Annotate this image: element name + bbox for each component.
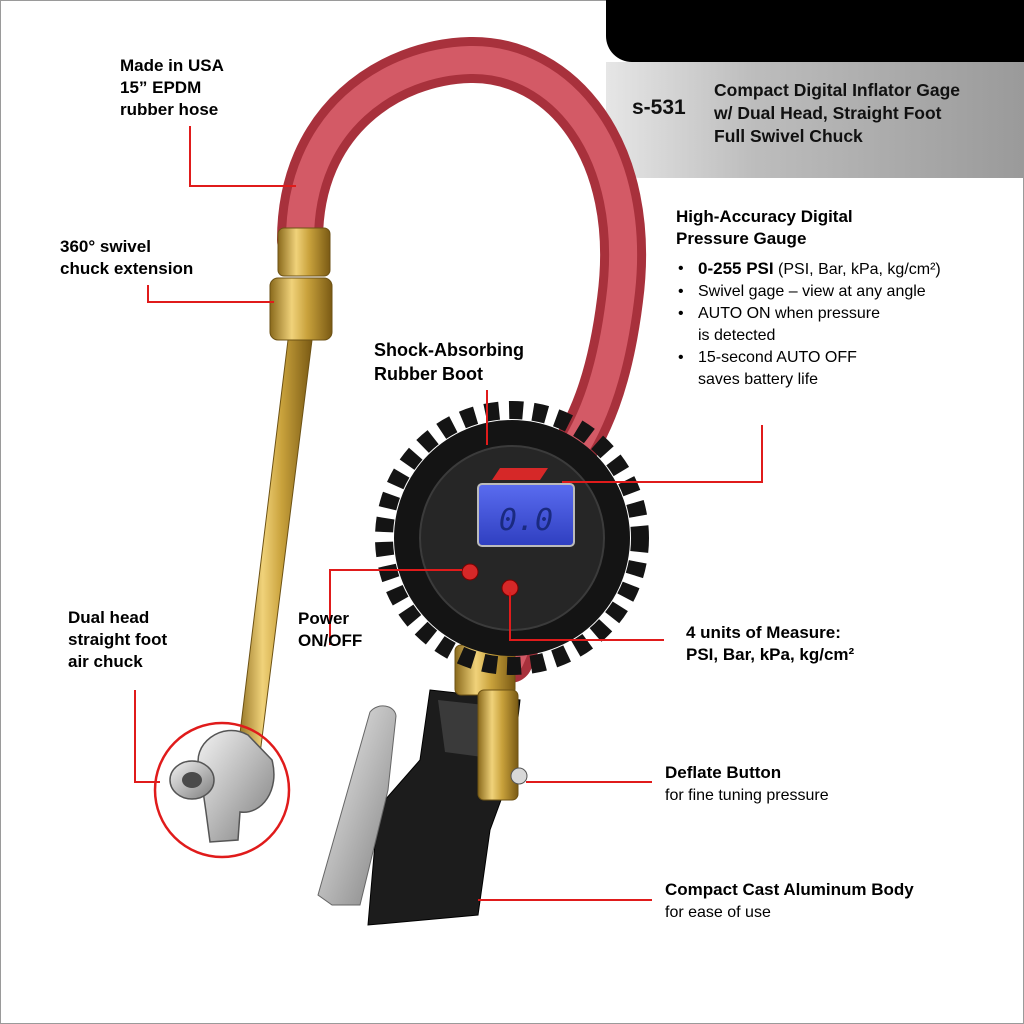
- callout-units: 4 units of Measure: PSI, Bar, kPa, kg/cm…: [686, 622, 854, 666]
- callout-chuck-line: straight foot: [68, 630, 168, 649]
- feature-range: 0-255 PSI: [698, 259, 774, 278]
- lcd-display: [477, 483, 575, 547]
- callout-power-line: Power: [298, 609, 350, 628]
- callout-gauge-title-line: High-Accuracy Digital: [676, 207, 853, 226]
- brand-logo: [492, 468, 548, 480]
- dual-head-chuck: [169, 729, 275, 843]
- callout-boot: Shock-Absorbing Rubber Boot: [374, 338, 524, 386]
- lcd-reading: 0.0: [499, 503, 553, 538]
- callout-boot-line: Rubber Boot: [374, 364, 483, 384]
- callout-line-gauge: [562, 425, 763, 483]
- callout-chuck-line: air chuck: [68, 652, 143, 671]
- callout-line-swivel: [147, 285, 274, 303]
- callout-swivel: 360° swivel chuck extension: [60, 236, 193, 280]
- callout-chuck: Dual head straight foot air chuck: [68, 607, 167, 673]
- callout-gauge-title: High-Accuracy Digital Pressure Gauge: [676, 206, 853, 250]
- deflate-brass-fitting: [477, 689, 519, 801]
- feature-bullet: 0-255 PSI (PSI, Bar, kPa, kg/cm²): [676, 258, 941, 281]
- callout-line-units: [509, 592, 664, 641]
- hose-ferrule: [277, 227, 331, 277]
- header-grey-band: [606, 62, 1024, 178]
- callout-chuck-line: Dual head: [68, 608, 150, 627]
- callout-power-line: ON/OFF: [298, 631, 363, 650]
- callout-units-line: 4 units of Measure:: [686, 623, 841, 642]
- callout-gauge-title-line: Pressure Gauge: [676, 229, 807, 248]
- callout-hose-line: 15” EPDM: [120, 78, 202, 97]
- gauge: 0.0: [375, 401, 649, 675]
- callout-lines: [134, 126, 763, 901]
- callout-line-power: [329, 569, 462, 645]
- deflate-button: [510, 767, 528, 785]
- feature-bullet: AUTO ON when pressure: [676, 303, 941, 325]
- header-black-band: [606, 0, 1024, 62]
- product-title: Compact Digital Inflator Gage w/ Dual He…: [714, 79, 1014, 148]
- callout-boot-line: Shock-Absorbing: [374, 340, 525, 360]
- product-title-line: Full Swivel Chuck: [714, 126, 863, 146]
- feature-bullet-continuation: is detected: [698, 327, 776, 344]
- callout-hose: Made in USA 15” EPDM rubber hose: [120, 55, 224, 121]
- brass-extension-rod: [235, 339, 313, 771]
- feature-bullet-continuation: saves battery life: [698, 371, 819, 388]
- power-button: [461, 563, 479, 581]
- callout-deflate-sub: for fine tuning pressure: [665, 787, 829, 804]
- chuck-highlight-circle: [153, 721, 291, 859]
- swivel-nut: [269, 277, 333, 341]
- callout-line-chuck: [134, 690, 160, 783]
- callout-hose-line: Made in USA: [120, 56, 224, 75]
- model-number: s-531: [632, 96, 686, 119]
- product-title-line: Compact Digital Inflator Gage: [714, 80, 960, 100]
- callout-deflate-title: Deflate Button: [665, 763, 782, 782]
- callout-body-sub: for ease of use: [665, 904, 771, 921]
- gauge-feature-list: 0-255 PSI (PSI, Bar, kPa, kg/cm²) Swivel…: [676, 258, 941, 391]
- callout-body-title: Compact Cast Aluminum Body: [665, 880, 914, 899]
- callout-line-hose: [189, 126, 296, 187]
- callout-power: Power ON/OFF: [298, 608, 362, 652]
- feature-bullet: Swivel gage – view at any angle: [676, 281, 941, 303]
- product-title-line: w/ Dual Head, Straight Foot: [714, 103, 942, 123]
- callout-hose-line: rubber hose: [120, 100, 219, 119]
- callout-units-line: PSI, Bar, kPa, kg/cm²: [686, 645, 855, 664]
- feature-bullet: 15-second AUTO OFF: [676, 347, 941, 369]
- trigger-lever: [317, 705, 397, 906]
- feature-units: (PSI, Bar, kPa, kg/cm²): [773, 261, 941, 278]
- callout-swivel-line: 360° swivel: [60, 237, 151, 256]
- callout-swivel-line: chuck extension: [60, 259, 194, 278]
